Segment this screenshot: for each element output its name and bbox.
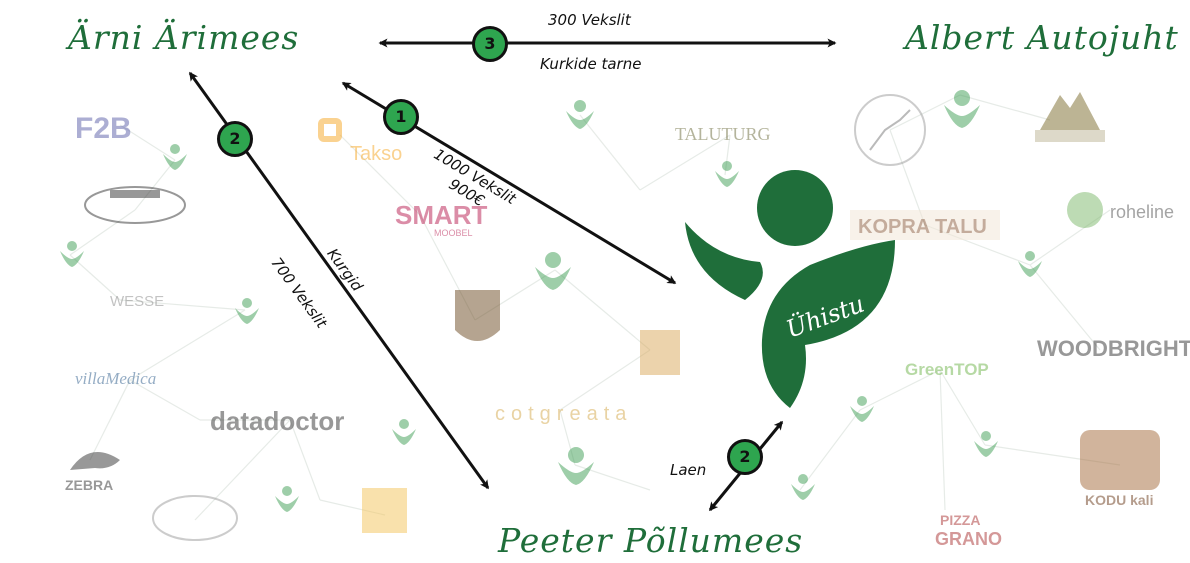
logo-woodbright: WOODBRIGHT [1037, 336, 1190, 361]
flow-label-kurkide-tarne: Kurkide tarne [540, 55, 642, 73]
logo-smart-sub: MOOBEL [434, 228, 473, 238]
uhistu-logo-left-arm [685, 222, 763, 300]
logo-zebra: ZEBRA [65, 477, 113, 493]
logo-villamedica: villaMedica [75, 369, 156, 388]
logo-greentop: GreenTOP [905, 360, 989, 379]
logo-pattern-icon [362, 488, 407, 533]
logo-zebra-icon [70, 452, 120, 470]
person-icon [163, 144, 187, 170]
logo-oval-badge [152, 495, 238, 541]
uhistu-logo-head [757, 170, 833, 246]
background-person-icons [60, 90, 1042, 512]
logo-house-icon [1080, 430, 1160, 490]
background-network [69, 94, 1121, 521]
person-icon [60, 241, 84, 267]
logo-wesse: WESSE [110, 293, 164, 310]
logo-shield-icon [455, 290, 500, 341]
person-icon [558, 447, 594, 485]
logo-gold-brand: cotgreata [495, 403, 632, 425]
logo-roheline: roheline [1110, 202, 1174, 222]
logo-mountain-icon [1040, 92, 1100, 130]
person-icon [715, 161, 739, 187]
person-icon [850, 396, 874, 422]
logo-taluturg: TALUTURG [675, 124, 771, 144]
flow-label-300-vekslit: 300 Vekslit [548, 11, 631, 29]
person-icon [1018, 251, 1042, 277]
uhistu-logo-body [761, 240, 895, 408]
logo-roheline-icon [1067, 192, 1103, 228]
actor-albert-autojuht: Albert Autojuht [905, 18, 1179, 57]
actor-peeter-pollumees: Peeter Põllumees [498, 521, 804, 560]
step-badge-2-right: 2 [727, 439, 763, 475]
person-icon [944, 90, 980, 128]
step-badge-3: 3 [472, 26, 508, 62]
logo-pizza-grano: GRANO [935, 529, 1002, 549]
step-badge-1: 1 [383, 99, 419, 135]
logo-book-icon [640, 330, 680, 375]
logo-hand-circle [854, 94, 926, 166]
logo-kodu-kali: KODU kali [1085, 492, 1153, 508]
logo-takso-icon [318, 118, 342, 142]
uhistu-logo: Ühistu [685, 170, 895, 408]
logo-elektriauto-badge [84, 186, 186, 224]
flow-label-laen: Laen [670, 461, 707, 479]
actor-arni-arimees: Ärni Ärimees [68, 18, 300, 57]
background-logos: F2B Takso SMART MOOBEL TALUTURG KOPRA TA… [65, 92, 1190, 549]
logo-takso: Takso [350, 143, 402, 165]
step-badge-2-left: 2 [217, 121, 253, 157]
person-icon [392, 419, 416, 445]
logo-datadoctor: datadoctor [210, 406, 344, 436]
person-icon [235, 298, 259, 324]
person-icon [275, 486, 299, 512]
person-icon [791, 474, 815, 500]
logo-f2b: F2B [75, 112, 132, 145]
logo-pizza: PIZZA [940, 512, 980, 528]
person-icon [566, 100, 594, 129]
person-icon [974, 431, 998, 457]
logo-kopra-talu: KOPRA TALU [858, 216, 987, 238]
